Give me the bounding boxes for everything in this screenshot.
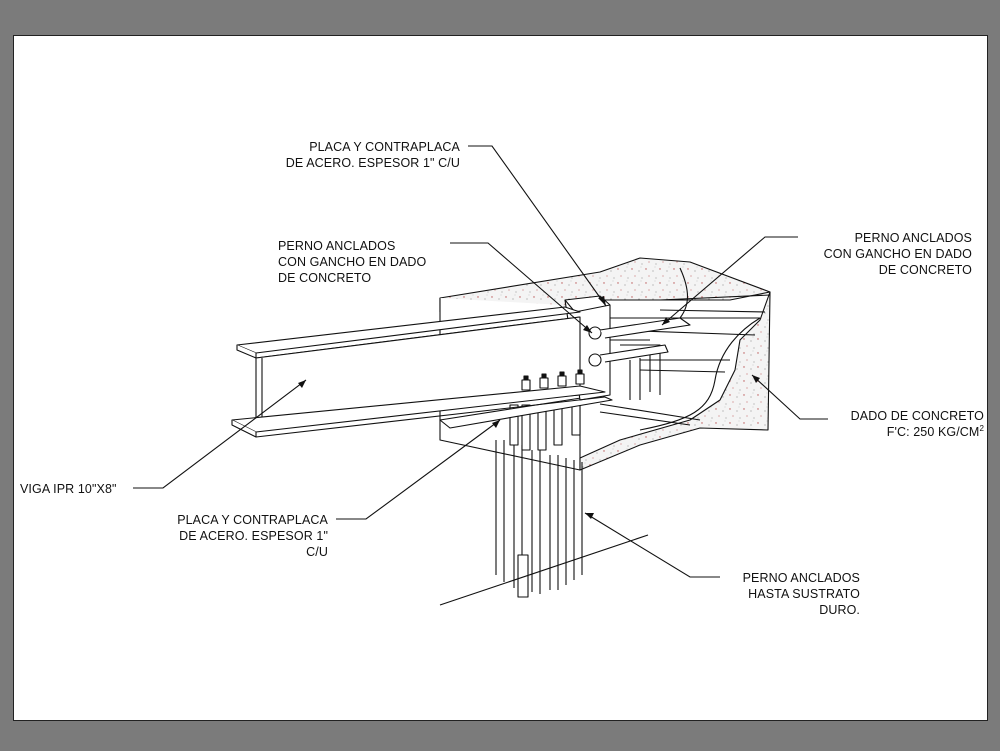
label-plate-bottom-line2: DE ACERO. ESPESOR 1" — [179, 529, 328, 543]
label-beam-line1: VIGA IPR 10"X8" — [20, 482, 117, 496]
label-bolt-bottom-line3: DURO. — [819, 603, 860, 617]
label-bolt-left-line3: DE CONCRETO — [278, 271, 372, 285]
label-bolt-bottom-line2: HASTA SUSTRATO — [748, 587, 860, 601]
label-beam: VIGA IPR 10"X8" — [20, 481, 117, 497]
label-plate-bottom-line1: PLACA Y CONTRAPLACA — [177, 513, 328, 527]
label-bolt-left-line1: PERNO ANCLADOS — [278, 239, 396, 253]
leader-plate-bottom — [336, 419, 501, 520]
label-bolt-left-line2: CON GANCHO EN DADO — [278, 255, 427, 269]
leader-lines — [133, 145, 828, 578]
label-concrete-die-strength: F'C: 250 KG/CM — [886, 425, 980, 439]
anchor-nuts — [521, 369, 585, 391]
leader-beam — [133, 379, 307, 489]
label-plate-top: PLACA Y CONTRAPLACA DE ACERO. ESPESOR 1"… — [255, 139, 460, 171]
leader-arrowheads — [298, 296, 760, 519]
label-bolt-bottom-line1: PERNO ANCLADOS — [742, 571, 860, 585]
leader-bolt-left — [450, 242, 593, 334]
leader-bolt-bottom — [584, 512, 720, 578]
label-bolt-bottom: PERNO ANCLADOS HASTA SUSTRATO DURO. — [700, 570, 860, 618]
leader-concrete-die — [751, 374, 828, 420]
label-plate-top-line1: PLACA Y CONTRAPLACA — [309, 140, 460, 154]
label-bolt-right-line3: DE CONCRETO — [878, 263, 972, 277]
label-plate-bottom: PLACA Y CONTRAPLACA DE ACERO. ESPESOR 1"… — [128, 512, 328, 560]
label-bolt-left: PERNO ANCLADOS CON GANCHO EN DADO DE CON… — [278, 238, 426, 286]
label-plate-top-line2: DE ACERO. ESPESOR 1" C/U — [285, 156, 460, 170]
label-bolt-right-line1: PERNO ANCLADOS — [854, 231, 972, 245]
label-bolt-right-line2: CON GANCHO EN DADO — [823, 247, 972, 261]
leader-plate-top — [468, 145, 607, 307]
leader-bolt-right — [661, 236, 798, 326]
label-concrete-die-line2: F'C: 250 KG/CM2 — [800, 424, 984, 440]
i-beam — [231, 306, 606, 438]
label-concrete-die-sup: 2 — [979, 423, 984, 433]
label-bolt-right: PERNO ANCLADOS CON GANCHO EN DADO DE CON… — [790, 230, 972, 278]
label-concrete-die: DADO DE CONCRETO F'C: 250 KG/CM2 — [800, 408, 984, 440]
label-concrete-die-line1: DADO DE CONCRETO — [850, 409, 984, 423]
label-plate-bottom-line3: C/U — [306, 545, 328, 559]
anchor-bolts-down — [439, 440, 649, 606]
